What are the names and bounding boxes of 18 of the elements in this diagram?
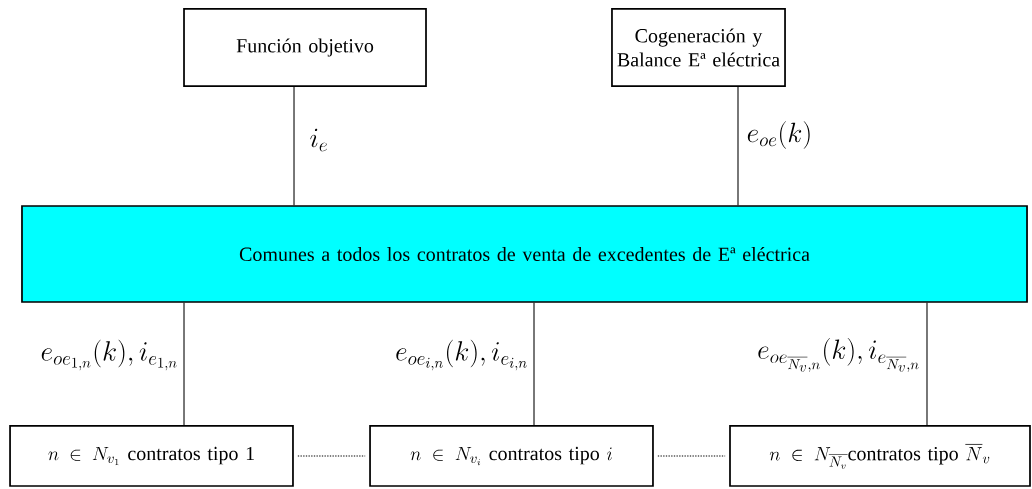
- connector-line: [183, 302, 185, 426]
- process-box: Función objetivo: [183, 8, 427, 87]
- edge-label: $i_e$: [308, 127, 330, 153]
- connector-line: [293, 86, 295, 206]
- edge-label: $e_{oe_{i,n}}(k), i_{e_{i,n}}$: [393, 338, 530, 372]
- dotted-connector: [657, 455, 726, 457]
- edge-label: $e_{oe_{1,n}}(k), i_{e_{1,n}}$: [39, 338, 180, 372]
- dotted-connector: [297, 455, 366, 457]
- edge-label: $e_{oe_{\overline{N_v},n}}(k), i_{e_{\overline{N_v},n}}$: [755, 336, 922, 374]
- connector-line: [737, 86, 739, 206]
- connector-line: [533, 302, 535, 426]
- process-box: $n \in N_{v_i}\ \text{contratos tipo } i$: [369, 425, 654, 487]
- edge-label: $e_{oe}(k)$: [745, 119, 814, 151]
- shared-block: Comunes a todos los contratos de venta de excedentes de Eª eléctrica: [21, 205, 1028, 303]
- process-box: $n \in N_{\overline{N_v}}\text{contratos tipo } \overline{N}_v$: [729, 425, 1031, 487]
- process-box: $n \in N_{v_1}\ \text{contratos tipo 1}$: [9, 425, 294, 487]
- connector-line: [926, 302, 928, 426]
- process-box: Cogeneración y Balance Eª eléctrica: [611, 8, 786, 87]
